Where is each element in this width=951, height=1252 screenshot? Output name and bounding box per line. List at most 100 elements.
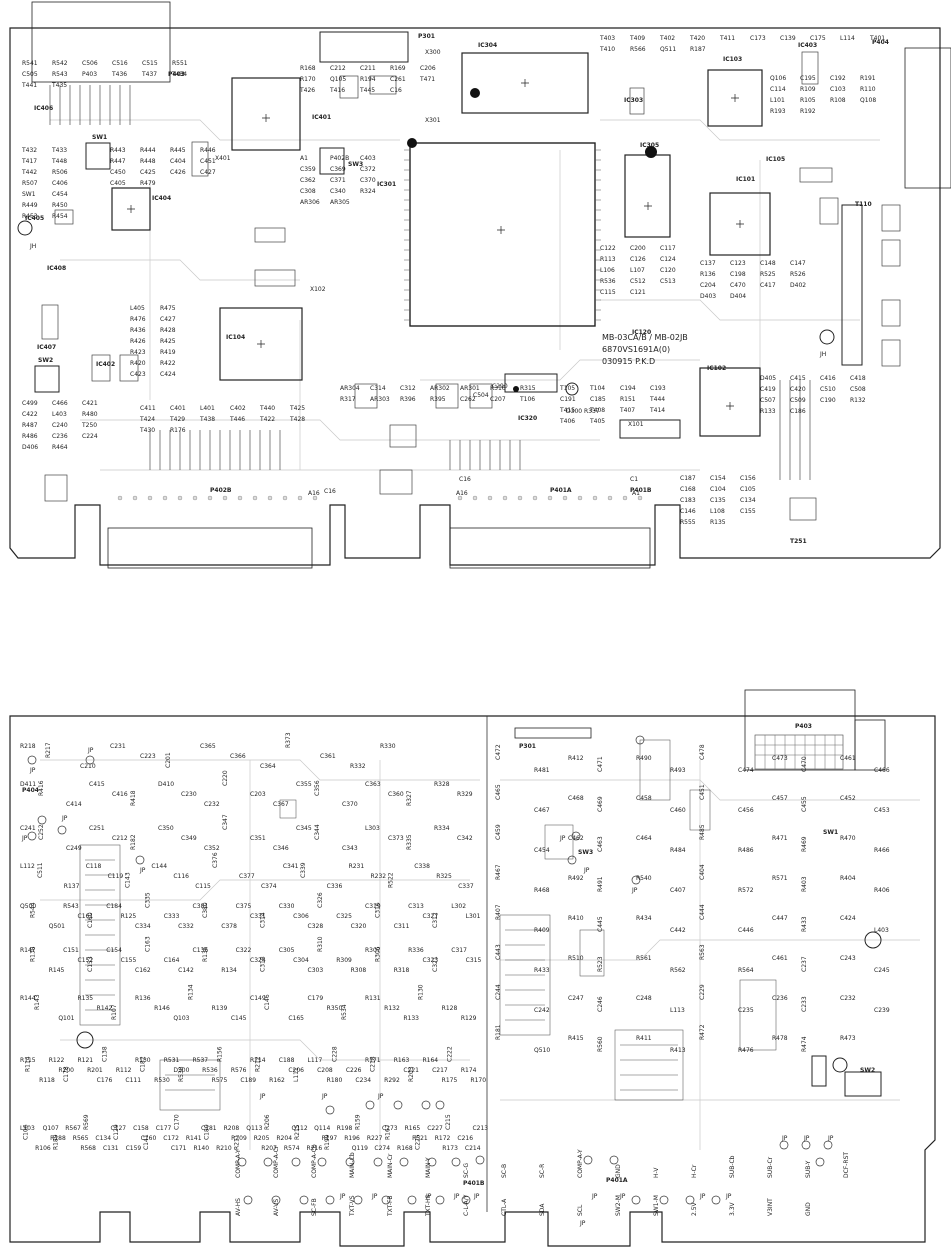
component-label: C312 bbox=[432, 912, 439, 928]
component-label: C195 bbox=[800, 75, 816, 82]
part-number-label: 6870VS1691A(0) bbox=[602, 345, 670, 354]
pad-label: AV-VS bbox=[273, 1199, 280, 1216]
component-label: R203 bbox=[408, 1066, 415, 1082]
component-label: Q114 bbox=[314, 1125, 330, 1132]
component-label: R172 bbox=[435, 1135, 451, 1142]
component-label: T401 bbox=[869, 35, 885, 42]
component-label: R306 bbox=[374, 946, 381, 962]
component-label: R170 bbox=[470, 1077, 486, 1084]
component-label: C352 bbox=[204, 845, 220, 852]
component-label: R525 bbox=[760, 271, 776, 278]
component-label: R332 bbox=[350, 763, 366, 770]
jp-label: JP bbox=[725, 1193, 732, 1200]
component-label: C415 bbox=[790, 375, 806, 382]
jp-label: JP bbox=[321, 1093, 328, 1100]
component-label: C333 bbox=[164, 913, 180, 920]
component-label: Q113 bbox=[246, 1125, 262, 1132]
component-label: AR305 bbox=[330, 199, 350, 206]
component-label: R473 bbox=[840, 1035, 856, 1042]
component-label: C247 bbox=[568, 995, 584, 1002]
component-label: R168 bbox=[300, 65, 316, 72]
pad-label: SC-R bbox=[539, 1164, 546, 1178]
component-label: C411 bbox=[140, 405, 156, 412]
component-label: C306 bbox=[293, 913, 309, 920]
component-label: R193 bbox=[770, 108, 786, 115]
component-label: C160 bbox=[141, 1135, 157, 1142]
component-label: C447 bbox=[772, 915, 788, 922]
component-label: C135 bbox=[710, 497, 726, 504]
component-label: R159 bbox=[354, 1114, 361, 1130]
component-label: C478 bbox=[699, 744, 706, 760]
component-label: T408 bbox=[589, 407, 605, 414]
component-label: L301 bbox=[466, 913, 481, 920]
component-label: C417 bbox=[760, 282, 776, 289]
component-label: C273 bbox=[382, 1125, 398, 1132]
component-label: R199 bbox=[324, 1134, 331, 1150]
component-label: R484 bbox=[670, 847, 686, 854]
misc-label: JH bbox=[819, 351, 826, 358]
component-label: T435 bbox=[51, 82, 67, 89]
component-label: C446 bbox=[738, 927, 754, 934]
component-label: R188 bbox=[50, 1135, 66, 1142]
component-label: C226 bbox=[346, 1067, 362, 1074]
component-label: C403 bbox=[360, 155, 376, 162]
connector-label: P404 bbox=[22, 787, 39, 794]
component-label: C162 bbox=[135, 967, 151, 974]
component-label: C474 bbox=[738, 767, 754, 774]
component-label: R215 bbox=[294, 1124, 301, 1140]
component-label: R335 bbox=[406, 834, 413, 850]
component-label: C374 bbox=[261, 883, 277, 890]
component-label: R140 bbox=[193, 1145, 209, 1152]
component-label: C506 bbox=[82, 60, 98, 67]
component-label: R493 bbox=[670, 767, 686, 774]
component-label: R307 bbox=[365, 947, 381, 954]
component-label: C16 bbox=[390, 87, 402, 94]
component-label: R164 bbox=[423, 1057, 439, 1064]
component-label: R232 bbox=[370, 873, 386, 880]
component-label: R214 bbox=[250, 1057, 266, 1064]
component-label: L107 bbox=[630, 267, 645, 274]
component-label: C198 bbox=[730, 271, 746, 278]
component-label: R187 bbox=[690, 46, 706, 53]
crystal-label: X401 bbox=[215, 155, 231, 162]
component-label: R134 bbox=[221, 967, 237, 974]
component-label: C234 bbox=[355, 1077, 371, 1084]
pad-label: 3.3V bbox=[729, 1201, 736, 1216]
component-label: C370 bbox=[342, 801, 358, 808]
component-label: R196 bbox=[344, 1135, 360, 1142]
component-label: T437 bbox=[141, 71, 157, 78]
component-label: C121 bbox=[630, 289, 646, 296]
component-label: R464 bbox=[52, 444, 68, 451]
connector-label: T251 bbox=[790, 538, 807, 545]
component-label: C261 bbox=[390, 76, 406, 83]
component-label: C176 bbox=[97, 1077, 113, 1084]
component-label: T417 bbox=[21, 158, 37, 165]
component-label: C236 bbox=[772, 995, 788, 1002]
component-label: R175 bbox=[442, 1077, 458, 1084]
component-label: R543 bbox=[52, 71, 68, 78]
component-label: L112 bbox=[20, 863, 35, 870]
component-label: R121 bbox=[78, 1057, 94, 1064]
component-label: AR306 bbox=[300, 199, 320, 206]
component-label: R107 bbox=[111, 1004, 118, 1020]
component-label: C211 bbox=[360, 65, 376, 72]
component-label: R125 bbox=[121, 913, 137, 920]
component-label: R536 bbox=[600, 278, 616, 285]
component-label: C324 bbox=[250, 957, 266, 964]
component-label: R135 bbox=[710, 519, 726, 526]
component-label: T410 bbox=[599, 46, 615, 53]
pad-label: 2.5V bbox=[691, 1201, 698, 1216]
component-label: C251 bbox=[89, 825, 105, 832]
component-label: C405 bbox=[110, 180, 126, 187]
component-label: C467 bbox=[534, 807, 550, 814]
component-label: C425 bbox=[140, 169, 156, 176]
component-label: R227 bbox=[367, 1135, 383, 1142]
component-label: Q107 bbox=[43, 1125, 59, 1132]
component-label: C512 bbox=[630, 278, 646, 285]
component-label: R423 bbox=[130, 349, 146, 356]
component-label: T430 bbox=[139, 427, 155, 434]
component-label: R574 bbox=[284, 1145, 300, 1152]
